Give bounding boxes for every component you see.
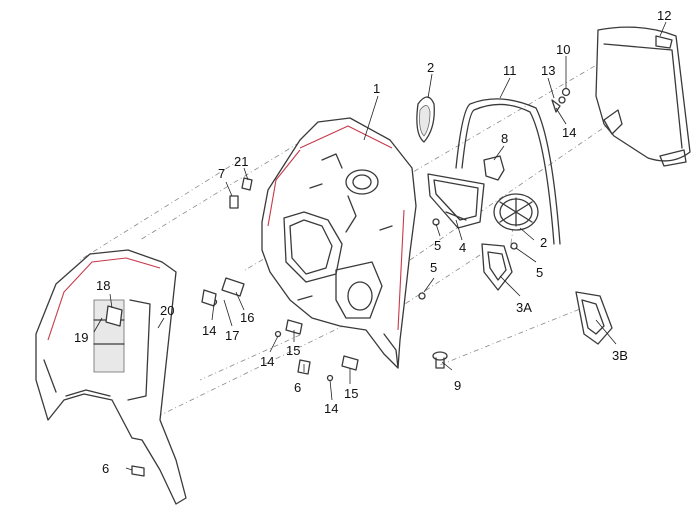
callout-3b: 3B xyxy=(612,348,628,363)
part-12-back-panel xyxy=(595,26,691,167)
callout-19: 19 xyxy=(74,330,88,345)
callout-6-a: 6 xyxy=(294,380,301,395)
callout-8: 8 xyxy=(501,131,508,146)
callout-14-b: 14 xyxy=(202,323,216,338)
part-15-16-17-clips xyxy=(201,277,359,375)
part-2-round-grid xyxy=(493,193,539,231)
callout-20: 20 xyxy=(160,303,174,318)
part-9-screw xyxy=(432,351,448,369)
part-3b-bracket xyxy=(575,291,613,345)
callout-21: 21 xyxy=(234,154,248,169)
callout-10: 10 xyxy=(556,42,570,57)
callout-14-c: 14 xyxy=(260,354,274,369)
callout-15-a: 15 xyxy=(286,343,300,358)
part-1-leg-shield xyxy=(261,117,417,369)
callout-4: 4 xyxy=(459,240,466,255)
callout-2-top: 2 xyxy=(427,60,434,75)
part-11-seal-strip xyxy=(455,98,561,245)
callout-13: 13 xyxy=(541,63,555,78)
part-2-oval-cover xyxy=(416,96,435,143)
callout-5-b: 5 xyxy=(430,260,437,275)
callout-15-b: 15 xyxy=(344,386,358,401)
callout-14-d: 14 xyxy=(324,401,338,416)
callout-5-a: 5 xyxy=(434,238,441,253)
part-8-clip xyxy=(483,155,505,181)
callout-12: 12 xyxy=(657,8,671,23)
callout-16: 16 xyxy=(240,310,254,325)
leader-lines xyxy=(93,21,667,471)
callout-1: 1 xyxy=(373,81,380,96)
callout-5-c: 5 xyxy=(536,265,543,280)
front-frame xyxy=(35,249,187,505)
part-7-21-pins xyxy=(229,177,253,209)
callout-11: 11 xyxy=(503,63,517,78)
callout-14-a: 14 xyxy=(562,125,576,140)
part-10-13-fasteners xyxy=(551,87,571,113)
callout-7: 7 xyxy=(218,166,225,181)
part-4-frame xyxy=(427,173,485,229)
callout-6-b: 6 xyxy=(102,461,109,476)
callout-9: 9 xyxy=(454,378,461,393)
callout-17: 17 xyxy=(225,328,239,343)
callout-18: 18 xyxy=(96,278,110,293)
callout-labels: 1 2 2 3A 3B 4 5 5 5 6 6 7 8 9 10 11 12 1… xyxy=(74,8,671,476)
callout-2-right: 2 xyxy=(540,235,547,250)
callout-3a: 3A xyxy=(516,300,532,315)
